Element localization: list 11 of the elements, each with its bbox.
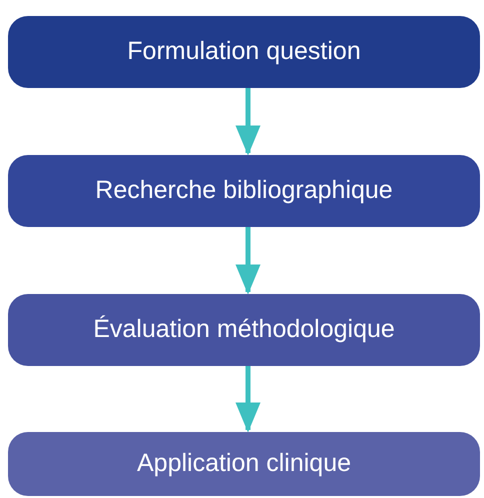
- process-box: [8, 155, 480, 227]
- arrow: [236, 227, 260, 294]
- step-label: Formulation question: [127, 36, 361, 68]
- arrow: [236, 366, 260, 432]
- process-box: [8, 294, 480, 366]
- process-box: [8, 16, 480, 88]
- step-label: Évaluation méthodologique: [93, 314, 395, 346]
- step-label: Application clinique: [136, 448, 352, 480]
- process-box: [8, 432, 480, 496]
- step-label: Recherche bibliographique: [95, 175, 393, 206]
- arrow: [236, 88, 260, 156]
